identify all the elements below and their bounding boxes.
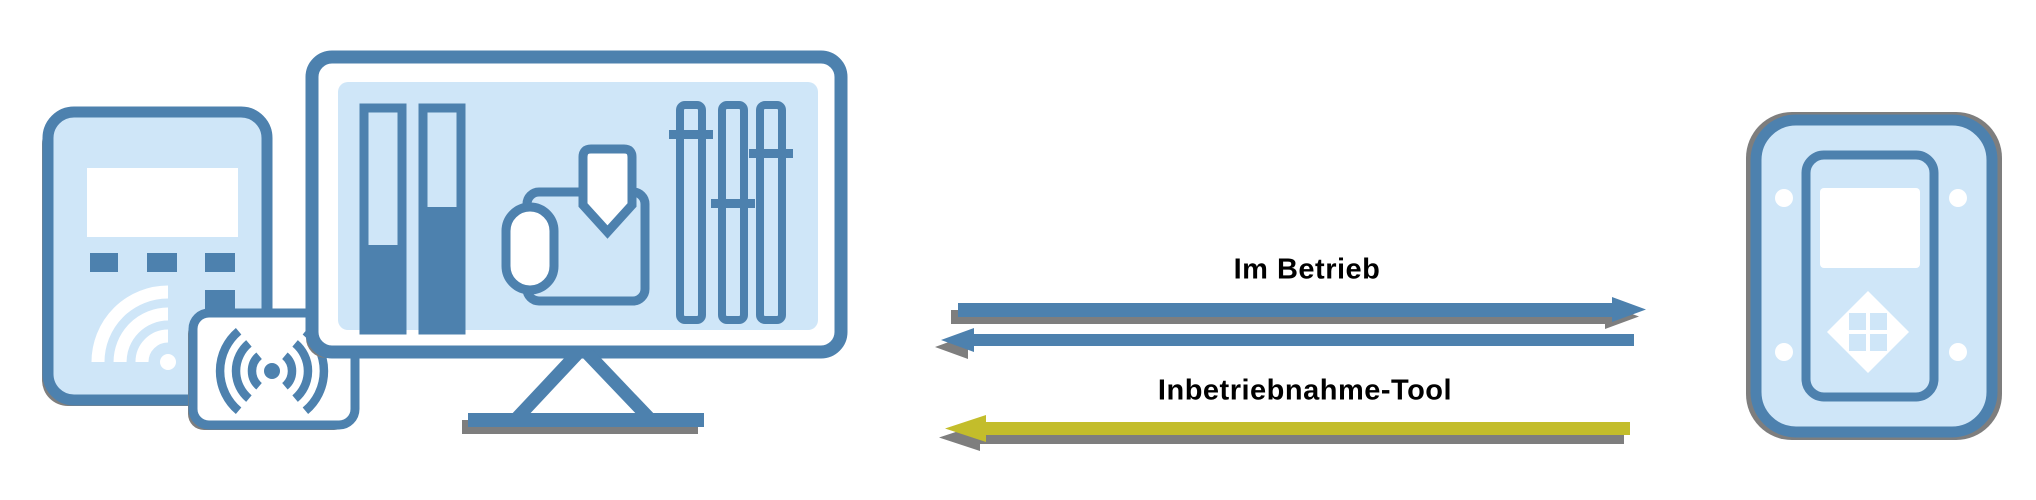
mounting-hole	[1775, 343, 1793, 361]
mounting-holes	[1775, 189, 1967, 361]
commissioning-label: Inbetriebnahme-Tool	[1157, 374, 1453, 407]
stand-leg	[512, 349, 582, 423]
arrow-shadow	[939, 424, 1624, 451]
dpad-diamond	[1827, 291, 1909, 373]
arrow-right-blue	[958, 297, 1646, 322]
button-key	[147, 253, 177, 272]
bar-chart-icon	[359, 103, 466, 335]
operation-label: Im Betrieb	[1233, 253, 1381, 286]
slider-handle	[711, 199, 755, 208]
arrow-to-device	[951, 297, 1646, 329]
controller-screen	[1820, 188, 1920, 268]
slider-handle	[749, 149, 793, 158]
button-key	[205, 290, 235, 310]
monitor	[305, 50, 848, 434]
arrow-commissioning	[939, 415, 1630, 451]
download-shield-icon	[578, 144, 637, 239]
controller-body	[1750, 114, 1998, 438]
card-reader-buttons	[90, 253, 235, 310]
wall-controller-device	[1746, 112, 2002, 440]
stand-leg	[583, 349, 654, 423]
arrow-from-device	[935, 328, 1634, 359]
arrow-left-blue	[941, 328, 1634, 352]
bar-outline	[359, 103, 407, 335]
button-key	[90, 253, 118, 272]
download-card-icon	[501, 144, 650, 306]
arrow-left-yellow	[945, 415, 1630, 442]
button-key	[205, 253, 235, 272]
mounting-hole	[1949, 343, 1967, 361]
dpad-key	[1870, 334, 1887, 351]
pill-shape	[501, 202, 559, 295]
bar-fill	[368, 245, 398, 326]
dpad-key	[1870, 313, 1887, 330]
slider-track	[718, 101, 748, 324]
dpad-key	[1849, 334, 1866, 351]
monitor-stand	[462, 349, 704, 434]
card-reader-screen	[87, 168, 238, 237]
controller-panel	[1801, 150, 1939, 402]
dpad-key	[1849, 313, 1866, 330]
bar-fill	[427, 207, 457, 326]
stand-base	[468, 413, 704, 427]
mounting-hole	[1949, 189, 1967, 207]
slider-track	[756, 101, 786, 324]
slider-track	[676, 101, 706, 324]
sliders-icon	[669, 101, 793, 324]
mounting-hole	[1775, 189, 1793, 207]
slider-handle	[669, 130, 713, 139]
dpad-icon	[1827, 291, 1909, 373]
bar-outline	[418, 103, 466, 335]
wifi-signal-icon	[91, 285, 176, 370]
